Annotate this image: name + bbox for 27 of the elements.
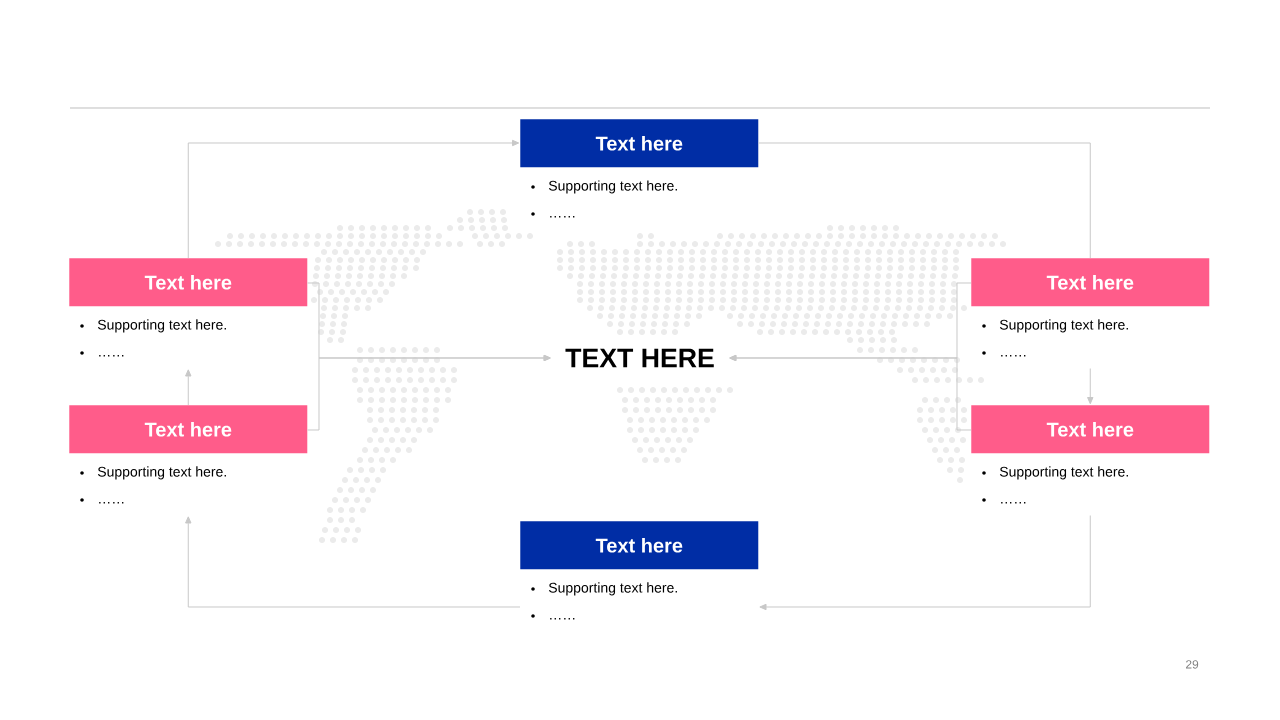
header-bar: Text here bbox=[971, 405, 1210, 454]
bullet-text: …… bbox=[99, 355, 124, 357]
bullet-text: Supporting text here. bbox=[548, 180, 677, 194]
header-bar: Text here bbox=[520, 521, 759, 570]
bullet-text: Supporting text here. bbox=[999, 466, 1128, 480]
bullet-text: Supporting text here. bbox=[97, 319, 226, 333]
connector-arrow bbox=[185, 369, 192, 406]
connector-arrow bbox=[187, 139, 520, 259]
bullet-text: …… bbox=[1001, 502, 1026, 504]
header-bar: Text here bbox=[69, 405, 308, 454]
connector-arrow bbox=[1087, 368, 1094, 405]
connector-arrow bbox=[759, 515, 1091, 611]
header-bar: Text here bbox=[69, 258, 308, 307]
bullet-text: …… bbox=[99, 502, 124, 504]
bullet-text: …… bbox=[1001, 355, 1026, 357]
bullet-text: Supporting text here. bbox=[97, 466, 226, 480]
connector-arrow bbox=[307, 354, 551, 431]
bullet-text: Supporting text here. bbox=[999, 319, 1128, 333]
bullet-text: Supporting text here. bbox=[548, 582, 677, 596]
bullet-text: …… bbox=[550, 216, 575, 218]
header-bar: Text here bbox=[520, 119, 759, 168]
header-bar: Text here bbox=[971, 258, 1210, 307]
bullet-text: …… bbox=[550, 618, 575, 620]
center-heading: TEXT HERE bbox=[565, 348, 714, 368]
page-number: 29 bbox=[1186, 660, 1199, 669]
connector-arrow bbox=[729, 354, 972, 431]
connector-arrow bbox=[185, 516, 521, 608]
